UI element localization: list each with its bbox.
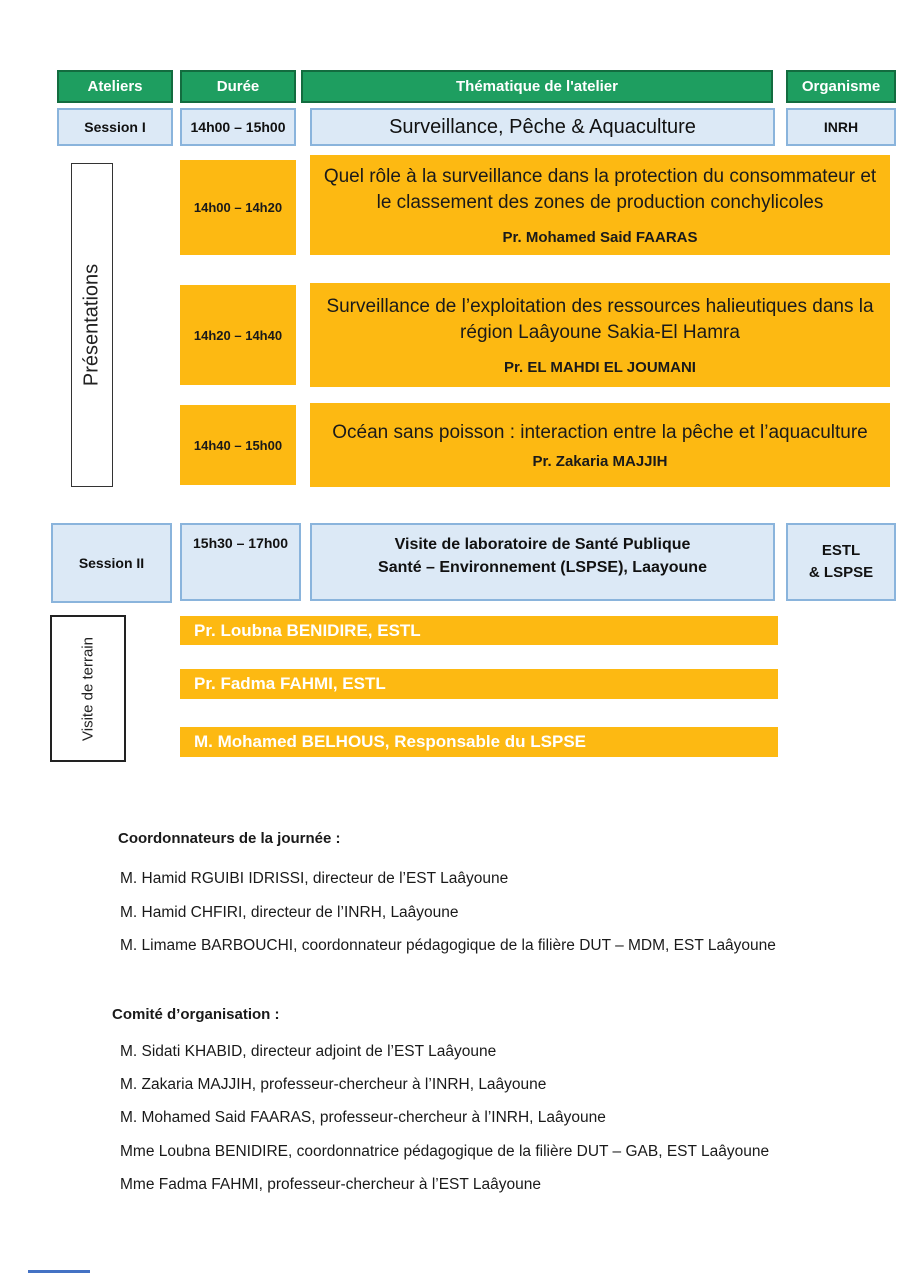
terrain-person-bar: Pr. Loubna BENIDIRE, ESTL: [180, 616, 778, 645]
talk1-speaker: Pr. Mohamed Said FAARAS: [502, 229, 698, 247]
session2-organisme-line1: ESTL: [821, 542, 861, 560]
header-cell-ateliers: Ateliers: [57, 70, 173, 103]
coordinator-item: M. Hamid RGUIBI IDRISSI, directeur de l’…: [120, 870, 509, 887]
terrain-person-bar: M. Mohamed BELHOUS, Responsable du LSPSE: [180, 727, 778, 757]
talk1-title: Quel rôle à la surveillance dans la prot…: [323, 165, 877, 213]
presentations-vertical-box: Présentations: [71, 163, 113, 487]
session1-organisme-cell: INRH: [786, 108, 896, 146]
terrain-vertical-box: Visite de terrain: [50, 615, 126, 762]
talk3-title: Océan sans poisson : interaction entre l…: [332, 421, 868, 443]
talk3-content-cell: Océan sans poisson : interaction entre l…: [310, 403, 890, 487]
talk2-content-cell: Surveillance de l’exploitation des resso…: [310, 283, 890, 387]
session1-theme-cell: Surveillance, Pêche & Aquaculture: [310, 108, 775, 146]
committee-heading: Comité d’organisation :: [112, 1006, 280, 1023]
header-cell-organisme: Organisme: [786, 70, 896, 103]
talk1-content-cell: Quel rôle à la surveillance dans la prot…: [310, 155, 890, 255]
talk3-time: 14h40 – 15h00: [193, 437, 283, 453]
session2-time-cell: 15h30 – 17h00: [180, 523, 301, 601]
session2-theme-line1: Visite de laboratoire de Santé Publique: [394, 536, 691, 553]
talk3-time-cell: 14h40 – 15h00: [180, 405, 296, 485]
session2-theme-cell: Visite de laboratoire de Santé Publique …: [310, 523, 775, 601]
talk1-time-cell: 14h00 – 14h20: [180, 160, 296, 255]
talk3-speaker: Pr. Zakaria MAJJIH: [532, 453, 668, 471]
committee-item: M. Zakaria MAJJIH, professeur-chercheur …: [120, 1076, 547, 1093]
header-cell-duree: Durée: [180, 70, 296, 103]
coordinator-item: M. Hamid CHFIRI, directeur de l’INRH, La…: [120, 904, 459, 921]
session2-organisme-cell: ESTL & LSPSE: [786, 523, 896, 601]
committee-item: M. Mohamed Said FAARAS, professeur-cherc…: [120, 1109, 606, 1126]
session1-time-cell: 14h00 – 15h00: [180, 108, 296, 146]
talk2-time: 14h20 – 14h40: [193, 327, 283, 343]
committee-item: M. Sidati KHABID, directeur adjoint de l…: [120, 1043, 497, 1060]
talk2-time-cell: 14h20 – 14h40: [180, 285, 296, 385]
terrain-person-bar: Pr. Fadma FAHMI, ESTL: [180, 669, 778, 699]
session2-organisme-line2: & LSPSE: [808, 564, 874, 581]
coordinator-item: M. Limame BARBOUCHI, coordonnateur pédag…: [120, 937, 776, 954]
session1-label-cell: Session I: [57, 108, 173, 146]
talk1-time: 14h00 – 14h20: [193, 200, 283, 215]
coordinators-heading: Coordonnateurs de la journée :: [118, 830, 341, 847]
talk2-speaker: Pr. EL MAHDI EL JOUMANI: [504, 359, 696, 377]
bottom-accent-line: [28, 1270, 90, 1273]
terrain-vertical-label: Visite de terrain: [79, 636, 97, 741]
talk2-title: Surveillance de l’exploitation des resso…: [326, 295, 874, 343]
presentations-vertical-label: Présentations: [80, 263, 103, 387]
committee-item: Mme Fadma FAHMI, professeur-chercheur à …: [120, 1176, 541, 1193]
committee-item: Mme Loubna BENIDIRE, coordonnatrice péda…: [120, 1143, 770, 1160]
header-cell-thematique: Thématique de l'atelier: [301, 70, 773, 103]
session2-theme-line2: Santé – Environnement (LSPSE), Laayoune: [378, 559, 707, 577]
session2-label-cell: Session II: [51, 523, 172, 603]
